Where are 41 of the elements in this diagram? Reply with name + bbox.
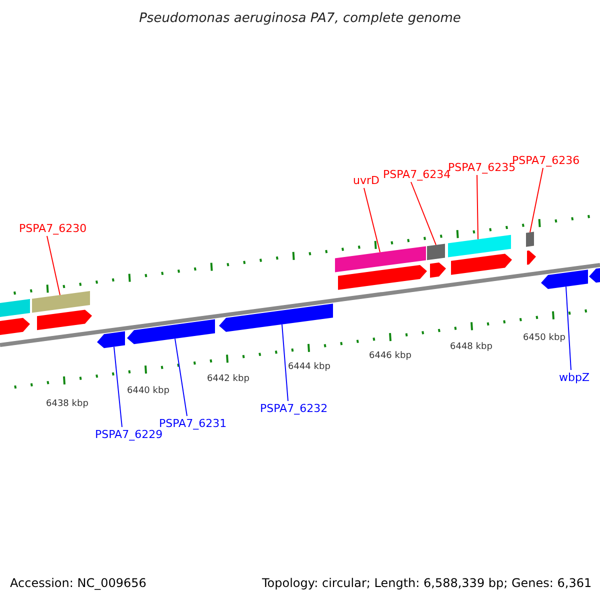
gene-feature xyxy=(0,318,30,335)
gene-label: PSPA7_6232 xyxy=(260,402,328,415)
tick-label: 6442 kbp xyxy=(207,373,250,386)
gene-label: uvrD xyxy=(353,174,380,187)
gene-feature xyxy=(219,304,333,332)
leader-line xyxy=(566,286,572,370)
tick-label: 6438 kbp xyxy=(46,398,88,411)
gene-feature xyxy=(0,299,30,318)
gene-feature xyxy=(427,244,445,260)
gene-label: PSPA7_6231 xyxy=(159,417,227,430)
tick-label: 6446 kbp xyxy=(369,350,412,363)
gene-feature xyxy=(527,250,536,265)
footer-text: Topology: circular; Length: 6,588,339 bp; Genes: 6,361 xyxy=(262,576,592,590)
gene-label: PSPA7_6229 xyxy=(95,428,163,441)
gene-feature xyxy=(448,234,511,258)
gene-feature xyxy=(526,232,534,247)
leader-line xyxy=(476,174,478,240)
tick-label: 6450 kbp xyxy=(523,332,566,345)
leader-line xyxy=(174,338,188,416)
gene-feature xyxy=(127,319,215,344)
gene-feature xyxy=(335,246,426,272)
gene-label: wbpZ xyxy=(559,371,590,384)
leader-line xyxy=(530,168,544,233)
footer-text: Accession: NC_009656 xyxy=(10,576,146,590)
gene-label: PSPA7_6230 xyxy=(19,222,87,235)
leader-line xyxy=(282,324,288,402)
gene-feature xyxy=(32,291,90,313)
leader-line xyxy=(114,346,122,428)
tick-label: 6440 kbp xyxy=(127,385,170,398)
gene-feature xyxy=(451,254,512,275)
leader-line xyxy=(46,236,60,296)
gene-feature xyxy=(37,310,92,330)
gene-feature xyxy=(338,265,427,290)
leader-line xyxy=(410,182,436,246)
gene-label: PSPA7_6234 xyxy=(383,168,451,181)
leader-line xyxy=(364,188,380,253)
title: Pseudomonas aeruginosa PA7, complete genome xyxy=(138,11,462,26)
gene-feature xyxy=(430,262,446,278)
gene-feature xyxy=(97,331,125,348)
tick-label: 6444 kbp xyxy=(288,361,330,374)
tick-label: 6448 kbp xyxy=(450,341,492,354)
